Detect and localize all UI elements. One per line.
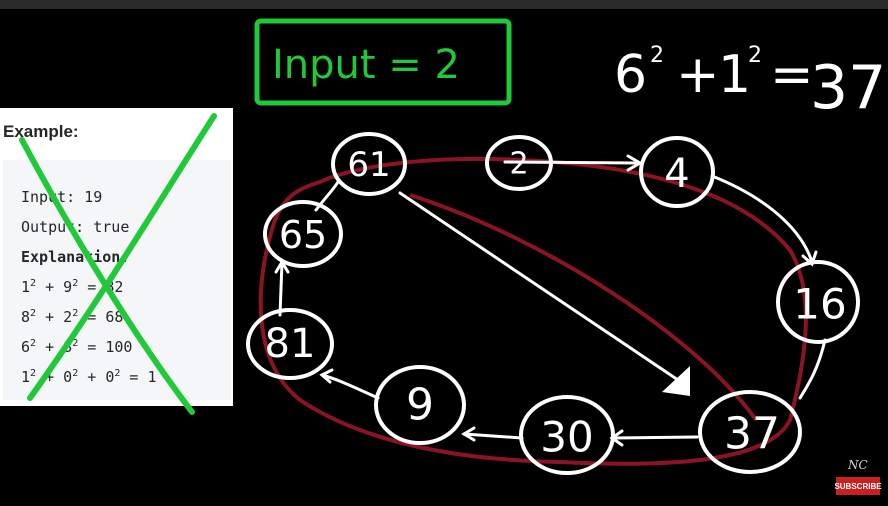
svg-text:61: 61: [347, 145, 390, 185]
input-value: 19: [75, 188, 103, 206]
formula-plus: +: [676, 45, 720, 105]
example-code-box: [3, 160, 231, 400]
node-9: 9: [374, 365, 466, 445]
input-label: Input:: [21, 188, 76, 206]
node-81: 81: [246, 308, 334, 380]
explanation-line-4: 12 + 02 + 02 = 1: [21, 368, 157, 386]
arrow-37-to-30: [610, 435, 699, 440]
node-30: 30: [519, 395, 615, 475]
svg-text:37: 37: [724, 409, 780, 460]
node-4: 4: [639, 136, 715, 208]
green-cross-stroke-2: [27, 113, 217, 401]
input-line: Input: 19: [21, 188, 102, 206]
svg-text:4: 4: [664, 151, 689, 197]
formula-base-2: 1: [718, 45, 751, 105]
explanation-line-2: 82 + 22 = 68: [21, 308, 124, 326]
channel-logo: NC: [848, 458, 868, 472]
input-box-text: Input = 2: [272, 42, 460, 88]
node-16: 16: [776, 260, 860, 344]
explanation-label: Explanation:: [21, 248, 130, 266]
green-cross-stroke-1: [19, 137, 195, 415]
formula: 6 2 + 1 2 = 37: [614, 43, 886, 123]
arrows: [274, 154, 827, 447]
svg-text:81: 81: [265, 321, 316, 367]
arrow-65-to-61: [314, 180, 340, 212]
video-top-bar: [0, 0, 888, 9]
arrow-head-61-to-37: [662, 366, 690, 396]
output-value: true: [84, 218, 130, 236]
formula-equals: =: [770, 45, 814, 105]
arrow-2-to-4: [503, 160, 642, 165]
subscribe-button[interactable]: SUBSCRIBE: [834, 477, 882, 495]
example-title: Example:: [3, 122, 79, 141]
formula-base-1: 6: [614, 45, 647, 105]
node-61: 61: [331, 132, 407, 196]
node-2: 2: [485, 135, 553, 191]
arrow-4-to-16: [710, 174, 814, 264]
example-panel: Example: Input: 19 Output: true Explanat…: [0, 108, 233, 406]
arrow-9-to-81: [320, 373, 380, 400]
input-box: [254, 18, 512, 106]
svg-text:16: 16: [793, 280, 846, 329]
arrow-16-to-37: [798, 338, 827, 400]
cycle-loop-diagonal: [409, 193, 758, 422]
svg-text:30: 30: [540, 413, 593, 462]
formula-result: 37: [810, 53, 886, 123]
node-37: 37: [698, 390, 802, 474]
svg-text:2: 2: [509, 147, 528, 182]
formula-exp-2: 2: [748, 43, 762, 68]
node-65: 65: [263, 200, 343, 268]
arrow-30-to-9: [462, 432, 524, 440]
arrow-81-to-65: [278, 260, 284, 317]
svg-text:9: 9: [406, 380, 434, 431]
arrow-61-to-37: [398, 191, 686, 386]
svg-text:65: 65: [279, 213, 327, 257]
formula-exp-1: 2: [650, 43, 664, 68]
